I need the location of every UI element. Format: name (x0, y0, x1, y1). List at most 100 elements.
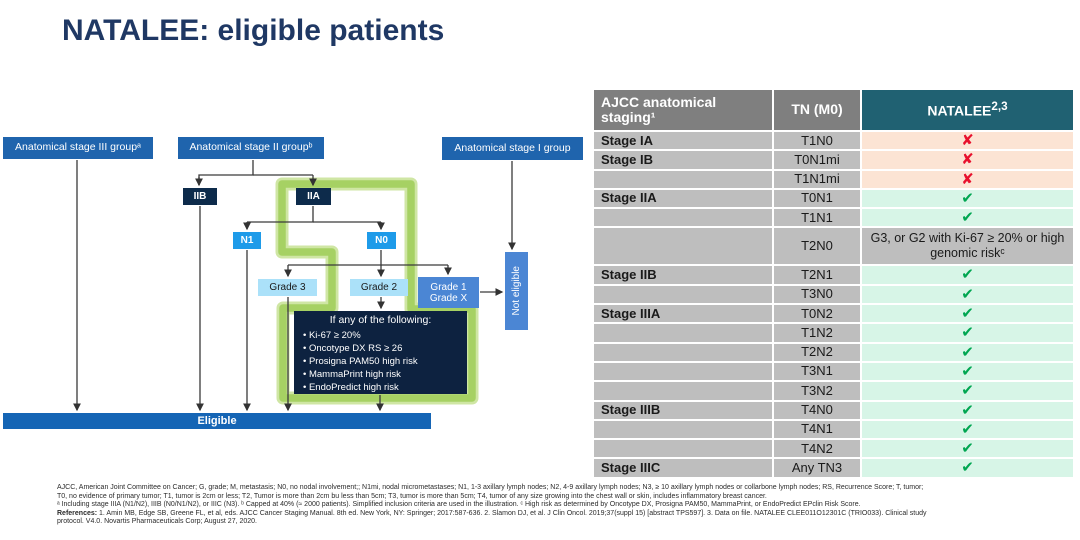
abbreviations-line-1: AJCC, American Joint Committee on Cancer… (57, 484, 924, 491)
node-grade1-gradex: Grade 1 Grade X (418, 277, 479, 308)
natalee-cell: ✘ (862, 132, 1073, 150)
stage-iii-group-box: Anatomical stage III groupᵃ (3, 137, 153, 159)
natalee-cell: ✔ (862, 440, 1073, 458)
stage-cell: Stage IIIB (594, 401, 772, 419)
tn-cell: T1N0 (774, 132, 860, 150)
cross-icon: ✘ (961, 132, 974, 149)
tn-cell: T0N1mi (774, 151, 860, 169)
tn-cell: T2N0 (774, 228, 860, 265)
tn-cell: T1N1 (774, 209, 860, 227)
tn-cell: T2N1 (774, 266, 860, 284)
natalee-cell: ✔ (862, 362, 1073, 381)
stage-cell (594, 362, 772, 381)
table-row: T1N1mi✘ (594, 170, 1073, 188)
eligible-bar: Eligible (3, 413, 431, 429)
check-icon: ✔ (961, 420, 974, 438)
table-row: T3N1 ✔ (594, 362, 1073, 381)
risk-criteria-box: If any of the following: Ki-67 ≥ 20%Onco… (294, 311, 467, 394)
natalee-cell: G3, or G2 with Ki-67 ≥ 20% or high genom… (862, 228, 1073, 265)
tn-cell: T3N0 (774, 285, 860, 304)
node-n1: N1 (233, 232, 261, 249)
stage-cell (594, 343, 772, 361)
not-eligible-box: Not eligible (505, 252, 528, 330)
tn-cell: T3N2 (774, 382, 860, 400)
natalee-cell: ✔ (862, 401, 1073, 419)
natalee-cell: ✘ (862, 151, 1073, 169)
tn-cell: T1N1mi (774, 170, 860, 188)
stage-cell (594, 285, 772, 304)
footnote-letters-line: ᵃ Including stage IIIA (N1/N2), IIIB (N0… (57, 501, 861, 509)
natalee-cell: ✔ (862, 459, 1073, 477)
tn-cell: T0N2 (774, 305, 860, 323)
check-icon: ✔ (961, 324, 974, 342)
criteria-list: Ki-67 ≥ 20%Oncotype DX RS ≥ 26Prosigna P… (294, 329, 418, 394)
criteria-item: MammaPrint high risk (303, 368, 418, 381)
abbreviations-line-2: T0, no evidence of primary tumor; T1, tu… (57, 492, 767, 500)
table-row: T1N2 ✔ (594, 324, 1073, 342)
natalee-cell: ✔ (862, 324, 1073, 342)
table-row: T3N0 ✔ (594, 285, 1073, 304)
tn-cell: Any TN3 (774, 459, 860, 477)
criteria-title: If any of the following: (329, 314, 432, 326)
stage-cell (594, 382, 772, 400)
stage-cell (594, 324, 772, 342)
tn-cell: T4N0 (774, 401, 860, 419)
criteria-item: EndoPredict high risk (303, 381, 418, 394)
check-icon: ✔ (961, 189, 974, 207)
header-tn-m0: TN (M0) (774, 90, 860, 130)
criteria-item: Prosigna PAM50 high risk (303, 355, 418, 368)
stage-cell: Stage IIA (594, 189, 772, 208)
node-grade3: Grade 3 (258, 279, 317, 296)
table-row: T4N2✔ (594, 440, 1073, 458)
natalee-cell: ✔ (862, 266, 1073, 284)
check-icon: ✔ (961, 285, 974, 303)
check-icon: ✔ (961, 305, 974, 323)
header-natalee: NATALEE2,3 (862, 90, 1073, 130)
tn-cell: T1N2 (774, 324, 860, 342)
node-grade2: Grade 2 (350, 279, 408, 296)
natalee-cell: ✔ (862, 305, 1073, 323)
stage-cell (594, 420, 772, 439)
stage-cell (594, 440, 772, 458)
node-iib: IIB (183, 188, 217, 205)
table-row: T3N2✔ (594, 382, 1073, 400)
criteria-item: Ki-67 ≥ 20% (303, 329, 418, 342)
stage-cell: Stage IA (594, 132, 772, 150)
stage-cell: Stage IB (594, 151, 772, 169)
tn-cell: T3N1 (774, 362, 860, 381)
natalee-cell: ✔ (862, 343, 1073, 361)
check-icon: ✔ (961, 343, 974, 361)
table-row: T1N1✔ (594, 209, 1073, 227)
stage-cell: Stage IIIA (594, 305, 772, 323)
stage-iii-group-label: Anatomical stage III groupᵃ (15, 141, 141, 154)
check-icon: ✔ (961, 401, 974, 419)
table-row: T2N2✔ (594, 343, 1073, 361)
stage-ii-group-label: Anatomical stage II groupᵇ (189, 141, 313, 154)
page-title: NATALEE: eligible patients (62, 14, 445, 47)
natalee-cell: ✔ (862, 420, 1073, 439)
header-ajcc-staging: AJCC anatomical staging¹ (594, 90, 772, 130)
ajcc-staging-table: AJCC anatomical staging¹ TN (M0) NATALEE… (592, 88, 1075, 479)
check-icon: ✔ (961, 362, 974, 380)
cross-icon: ✘ (961, 151, 974, 169)
check-icon: ✔ (961, 459, 974, 477)
node-iia: IIA (296, 188, 331, 205)
table-row: T4N1✔ (594, 420, 1073, 439)
stage-cell (594, 209, 772, 227)
check-icon: ✔ (961, 266, 974, 284)
stage-i-group-label: Anatomical stage I group (454, 141, 571, 154)
stage-ii-group-box: Anatomical stage II groupᵇ (178, 137, 324, 159)
tn-cell: T4N2 (774, 440, 860, 458)
natalee-cell: ✘ (862, 170, 1073, 188)
stage-cell (594, 228, 772, 265)
footnotes: AJCC, American Joint Committee on Cancer… (57, 484, 1067, 527)
